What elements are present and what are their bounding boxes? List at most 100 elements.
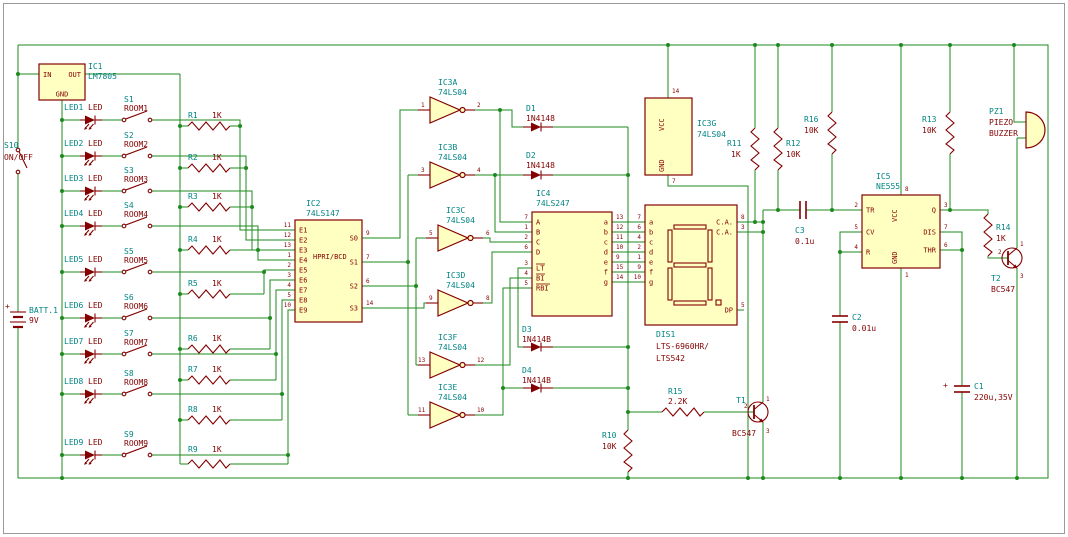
spare-gate-ic3g[interactable]: VCC GND 14 7 IC3G 74LS04 xyxy=(644,88,726,185)
dis1-pinnum: 8 xyxy=(741,214,745,221)
led3-symbol xyxy=(79,185,103,202)
timer-ic5[interactable]: IC5 NE555 TR CV R 2 5 4 Q DIS THR 3 7 6 … xyxy=(854,172,948,279)
r11-value: 1K xyxy=(731,150,741,159)
ic4-pin-of: f xyxy=(604,269,608,277)
battery-batt1[interactable]: + BATT.1 9V xyxy=(5,302,58,329)
r13-ref: R13 xyxy=(922,115,937,124)
d2-symbol xyxy=(522,169,554,181)
decoder-ic4[interactable]: IC4 74LS247 A B C D LT BI RBI 7 1 2 6 3 … xyxy=(524,189,624,317)
ic2-pin-e4: E4 xyxy=(299,257,307,265)
s8-value: ROOM8 xyxy=(124,378,148,387)
r5-ref: R5 xyxy=(188,279,198,288)
ic2-pinnum: 3 xyxy=(287,272,291,279)
s1-ref: S1 xyxy=(124,95,134,104)
led7-ref: LED7 xyxy=(64,337,83,346)
ic3g-pinnum-vcc: 14 xyxy=(672,88,680,95)
ic5-pinnum: 5 xyxy=(854,224,858,231)
row-5[interactable]: LED5 LED S5 ROOM5 R5 1K xyxy=(64,247,231,299)
r9-ref: R9 xyxy=(188,445,198,454)
resistor-r15[interactable]: R15 2.2K xyxy=(661,387,705,417)
resistor-r11[interactable]: R11 1K xyxy=(727,127,760,171)
r6-ref: R6 xyxy=(188,334,198,343)
gate-ic3a[interactable]: IC3A 74LS04 1 2 xyxy=(417,78,481,124)
ic3f-value: 74LS04 xyxy=(438,343,467,352)
resistor-r14[interactable]: R14 1K xyxy=(983,213,1011,257)
wires-power xyxy=(17,44,1049,479)
display-dis1[interactable]: a b c d e f g 7 6 4 2 1 9 10 C.A. C.A. 8… xyxy=(634,204,745,363)
ic5-pinnum: 2 xyxy=(854,202,858,209)
capacitor-c3[interactable]: C3 0.1u xyxy=(795,201,814,246)
row-9[interactable]: LED9 LED S9 ROOM9 R9 1K xyxy=(64,430,231,469)
ic2-pinnum: 5 xyxy=(287,292,291,299)
row-7[interactable]: LED7 LED S7 ROOM7 R7 1K xyxy=(64,329,231,385)
gate-ic3f[interactable]: IC3F 74LS04 13 12 xyxy=(417,333,485,379)
ic3a-ref: IC3A xyxy=(438,78,457,87)
led3-ref: LED3 xyxy=(64,174,83,183)
led8-ref: LED8 xyxy=(64,377,83,386)
buzzer-pz1[interactable]: PZ1 PIEZO BUZZER xyxy=(989,107,1046,149)
gate-ic3b[interactable]: IC3B 74LS04 3 4 xyxy=(417,143,481,189)
d2-ref: D2 xyxy=(526,151,536,160)
dis1-value-line1: LTS-6960HR/ xyxy=(656,342,709,351)
row-1[interactable]: LED1 LED S1 ROOM1 R1 1K xyxy=(64,95,231,131)
ic2-pinnum: 14 xyxy=(366,300,374,307)
resistor-r12[interactable]: R12 10K xyxy=(773,127,801,171)
row-8[interactable]: LED8 LED S8 ROOM8 R8 1K xyxy=(64,369,231,425)
ic4-ref: IC4 xyxy=(536,189,551,198)
dis1-pinnum: 7 xyxy=(637,214,641,221)
regulator-ic1[interactable]: IN OUT GND IC1 LM7805 xyxy=(38,62,117,101)
gate-ic3d[interactable]: IC3D 74LS04 9 8 xyxy=(425,271,490,317)
ic3b-pin-out: 4 xyxy=(477,167,481,174)
gate-ic3c[interactable]: IC3C 74LS04 5 6 xyxy=(425,206,490,252)
gate-ic3e[interactable]: IC3E 74LS04 11 10 xyxy=(417,383,485,429)
ic3f-ref: IC3F xyxy=(438,333,457,342)
s9-value: ROOM9 xyxy=(124,439,148,448)
r13-symbol xyxy=(945,111,955,155)
ic4-pinnum: 9 xyxy=(616,254,620,261)
led2-ref: LED2 xyxy=(64,139,83,148)
ic2-pin-e3: E3 xyxy=(299,247,307,255)
encoder-ic2[interactable]: IC2 74LS147 HPRI/BCD E1 E2 E3 E4 E5 E6 E… xyxy=(284,199,374,323)
ic2-pin-s2: S2 xyxy=(350,283,358,291)
ic2-pin-e6: E6 xyxy=(299,277,307,285)
diode-d3[interactable]: D3 1N414B xyxy=(522,325,554,353)
led9-ref: LED9 xyxy=(64,438,83,447)
row-6[interactable]: LED6 LED S6 ROOM6 R6 1K xyxy=(64,293,231,354)
led1-value: LED xyxy=(88,103,103,112)
ic3c-symbol xyxy=(425,224,484,252)
capacitor-c2[interactable]: C2 0.01u xyxy=(832,313,876,333)
ic3b-symbol xyxy=(417,161,476,189)
row-4[interactable]: LED4 LED S4 ROOM4 R4 1K xyxy=(64,201,231,255)
transistor-t2[interactable]: T2 BC547 2 1 3 xyxy=(991,241,1024,294)
power-switch-s10[interactable]: S10 ON/OFF xyxy=(4,141,33,175)
resistor-r13[interactable]: R13 10K xyxy=(922,111,955,155)
ic5-pin-thr: THR xyxy=(923,247,936,255)
ic2-pinnum: 2 xyxy=(287,262,291,269)
wires-rows xyxy=(62,119,295,465)
c3-ref: C3 xyxy=(795,226,805,235)
r3-ref: R3 xyxy=(188,192,198,201)
t1-pinnum-e: 3 xyxy=(766,428,770,435)
diode-d2[interactable]: D2 1N4148 xyxy=(522,151,555,181)
ic1-pin-gnd: GND xyxy=(56,91,69,99)
row-3[interactable]: LED3 LED S3 ROOM3 R3 1K xyxy=(64,166,231,212)
ic4-pinnum: 5 xyxy=(524,280,528,287)
dis1-pinnum: 9 xyxy=(637,264,641,271)
ic3c-value: 74LS04 xyxy=(446,216,475,225)
s5-value: ROOM5 xyxy=(124,256,148,265)
transistor-t1[interactable]: T1 BC547 2 1 3 xyxy=(732,396,770,438)
diode-d1[interactable]: D1 1N4148 xyxy=(522,104,555,133)
r16-value: 10K xyxy=(804,126,819,135)
pz1-value-line1: PIEZO xyxy=(989,118,1013,127)
row-2[interactable]: LED2 LED S2 ROOM2 R2 1K xyxy=(64,131,231,173)
resistor-r10[interactable]: R10 10K xyxy=(602,429,633,473)
capacitor-c1[interactable]: + C1 220u,35V xyxy=(943,381,1013,402)
diode-d4[interactable]: D4 1N414B xyxy=(522,366,554,394)
s3-ref: S3 xyxy=(124,166,134,175)
resistor-r16[interactable]: R16 10K xyxy=(804,111,837,155)
resistor-r8-symbol xyxy=(187,415,231,425)
ic3d-symbol xyxy=(425,289,484,317)
r11-symbol xyxy=(750,127,760,171)
ic3f-symbol xyxy=(417,351,476,379)
